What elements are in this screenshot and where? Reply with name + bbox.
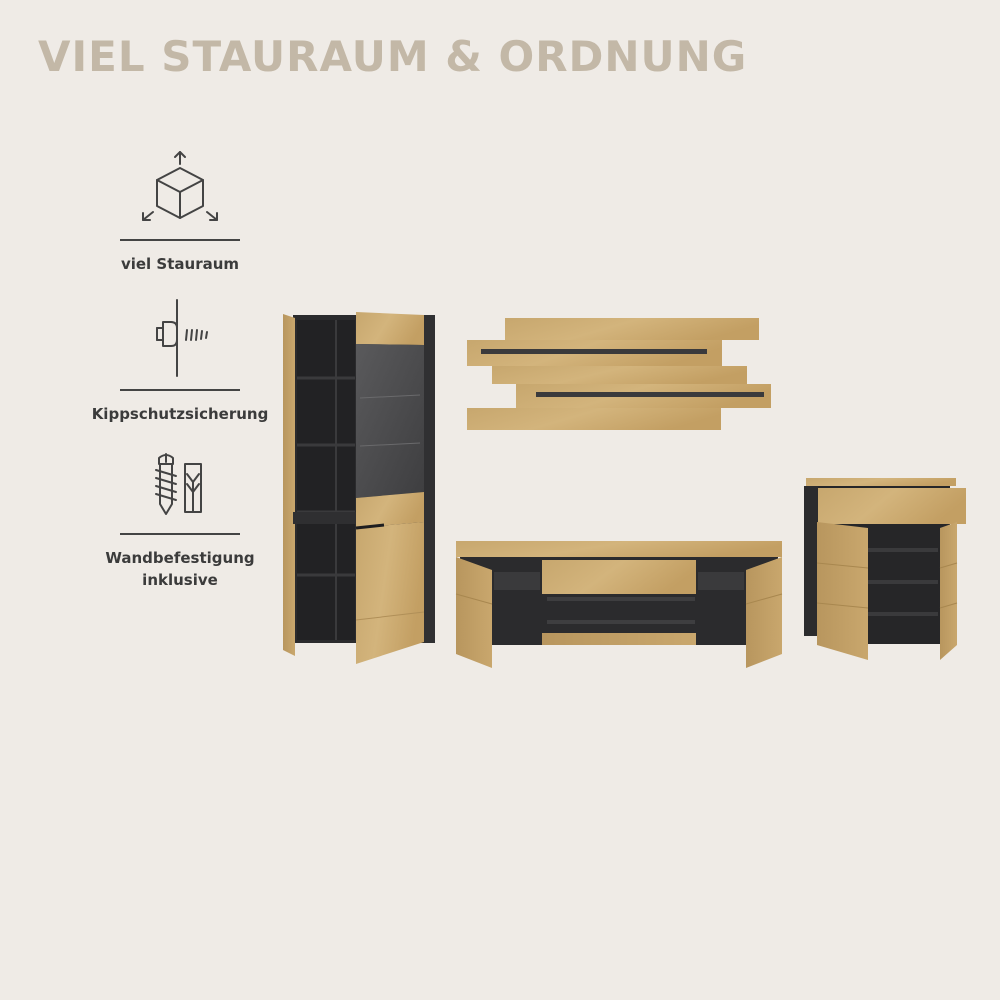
lowboard-drawer — [542, 560, 696, 594]
wall-shelf-panel — [467, 318, 771, 430]
feature-label-line2: inklusive — [142, 571, 218, 589]
tv-lowboard — [455, 541, 783, 668]
feature-label: Wandbefestigung inklusive — [60, 547, 300, 591]
feature-storage: viel Stauraum — [60, 150, 300, 275]
wall-mount-screw-dowel-icon — [60, 452, 300, 527]
anti-tip-screw-icon — [60, 298, 300, 383]
lowboard-left-door — [456, 557, 492, 668]
highboard-drawer — [818, 488, 966, 524]
lowboard-right-door — [746, 557, 782, 668]
shelf-board-lower — [536, 392, 764, 397]
cabinet-lower-door — [356, 522, 424, 664]
feature-anti-tip: Kippschutzsicherung — [60, 298, 300, 425]
feature-divider — [120, 389, 240, 391]
highboard-left-door — [817, 522, 868, 660]
feature-label-line1: Wandbefestigung — [105, 549, 255, 567]
highboard-right-door — [940, 522, 957, 660]
cabinet-glass-door — [356, 344, 424, 498]
storage-cube-icon — [60, 150, 300, 233]
feature-divider — [120, 239, 240, 241]
feature-label: viel Stauraum — [120, 255, 240, 273]
feature-label: Kippschutzsicherung — [91, 405, 269, 423]
page-headline: VIEL STAURAUM & ORDNUNG — [38, 32, 748, 81]
lowboard-top — [456, 541, 782, 557]
cabinet-top-panel — [356, 312, 424, 345]
feature-wall-mount: Wandbefestigung inklusive — [60, 452, 300, 591]
tall-display-cabinet — [283, 312, 435, 664]
feature-divider — [120, 533, 240, 535]
shelf-board-upper — [481, 349, 707, 354]
highboard-cabinet — [804, 478, 966, 660]
cabinet-left-door — [283, 314, 295, 656]
